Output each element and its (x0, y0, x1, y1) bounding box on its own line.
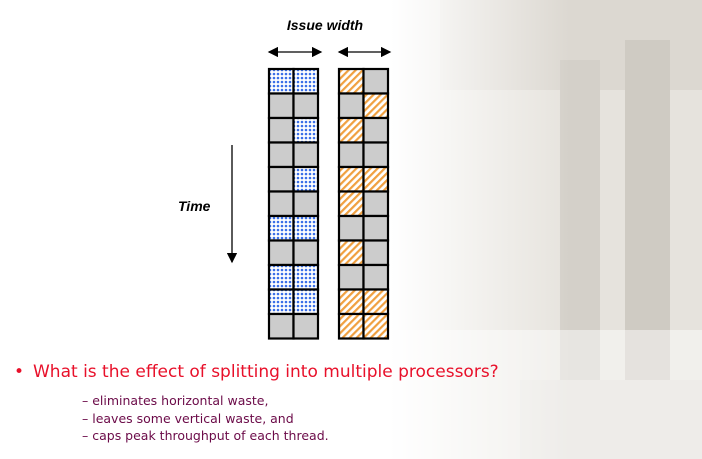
idle-issue-slot (292, 239, 320, 267)
idle-issue-slot (292, 190, 320, 218)
busy-issue-slot (267, 67, 295, 95)
bullet-dot: • (14, 362, 25, 382)
busy-issue-slot (337, 312, 365, 340)
busy-issue-slot (337, 165, 365, 193)
busy-issue-slot (292, 263, 320, 291)
idle-issue-slot (362, 67, 390, 95)
busy-issue-slot (337, 190, 365, 218)
busy-issue-slot (362, 92, 390, 120)
idle-issue-slot (292, 92, 320, 120)
busy-issue-slot (337, 288, 365, 316)
idle-issue-slot (267, 165, 295, 193)
idle-issue-slot (267, 92, 295, 120)
busy-issue-slot (267, 288, 295, 316)
busy-issue-slot (292, 116, 320, 144)
busy-issue-slot (292, 288, 320, 316)
idle-issue-slot (362, 263, 390, 291)
busy-issue-slot (267, 263, 295, 291)
time-axis-label: Time (178, 198, 211, 214)
busy-issue-slot (267, 214, 295, 242)
idle-issue-slot (292, 312, 320, 340)
busy-issue-slot (292, 165, 320, 193)
sub-point-vertical-waste: – leaves some vertical waste, and (82, 410, 294, 426)
idle-issue-slot (362, 141, 390, 169)
busy-issue-slot (337, 116, 365, 144)
idle-issue-slot (267, 312, 295, 340)
sub-point-peak-throughput: – caps peak throughput of each thread. (82, 428, 329, 443)
idle-issue-slot (267, 239, 295, 267)
idle-issue-slot (267, 190, 295, 218)
idle-issue-slot (292, 141, 320, 169)
sub-point-list: – eliminates horizontal waste, – leaves … (82, 392, 329, 445)
idle-issue-slot (337, 263, 365, 291)
busy-issue-slot (337, 67, 365, 95)
idle-issue-slot (267, 141, 295, 169)
issue-width-label: Issue width (286, 17, 364, 33)
busy-issue-slot (362, 288, 390, 316)
question-text: What is the effect of splitting into mul… (33, 362, 499, 382)
question-bullet: • What is the effect of splitting into m… (14, 362, 499, 382)
idle-issue-slot (362, 190, 390, 218)
busy-issue-slot (337, 239, 365, 267)
idle-issue-slot (267, 116, 295, 144)
busy-issue-slot (292, 67, 320, 95)
busy-issue-slot (292, 214, 320, 242)
idle-issue-slot (337, 141, 365, 169)
sub-point-horizontal-waste: – eliminates horizontal waste, (82, 393, 269, 408)
idle-issue-slot (362, 116, 390, 144)
idle-issue-slot (337, 92, 365, 120)
idle-issue-slot (362, 214, 390, 242)
idle-issue-slot (337, 214, 365, 242)
busy-issue-slot (362, 312, 390, 340)
processor-2-grid (337, 67, 390, 340)
processor-1-grid (267, 67, 320, 340)
busy-issue-slot (362, 165, 390, 193)
idle-issue-slot (362, 239, 390, 267)
